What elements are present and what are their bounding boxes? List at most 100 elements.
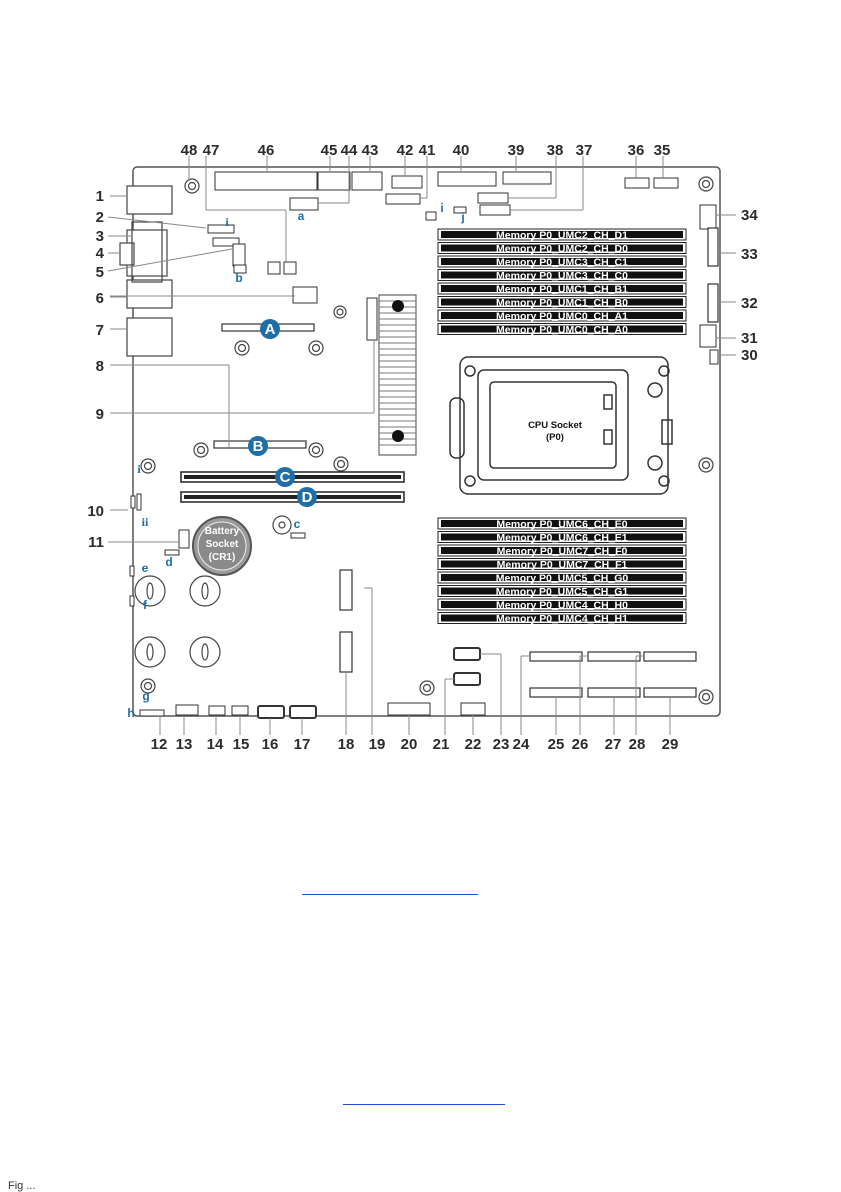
hyperlink-underline-1[interactable] bbox=[302, 894, 478, 895]
led-label: ii bbox=[142, 515, 149, 529]
battery-socket bbox=[192, 516, 252, 576]
jumper-letter: a bbox=[298, 209, 305, 223]
callout-number: 45 bbox=[321, 142, 338, 159]
callout-number: 13 bbox=[176, 736, 193, 753]
callout-number: 32 bbox=[741, 295, 758, 312]
callout-number: 40 bbox=[453, 142, 470, 159]
callout-number: 34 bbox=[741, 207, 758, 224]
bottom-middle-connectors bbox=[387, 647, 486, 716]
battery-label-line3: (CR1) bbox=[209, 552, 236, 563]
callout-number: 4 bbox=[96, 245, 105, 262]
hyperlink-underline-2[interactable] bbox=[343, 1104, 505, 1105]
jumper-letter: i bbox=[440, 201, 443, 215]
callout-number: 24 bbox=[513, 736, 530, 753]
jumper-letter: h bbox=[127, 706, 134, 720]
dimm-slot bbox=[441, 285, 683, 292]
dimm-slot-label: Memory P0_UMC0_CH_A0 bbox=[496, 324, 628, 336]
jumper-letter: c bbox=[294, 517, 301, 531]
callout-number: 30 bbox=[741, 347, 758, 364]
callout-number: 16 bbox=[262, 736, 279, 753]
dimm-slot bbox=[441, 601, 683, 608]
callout-number: 39 bbox=[508, 142, 525, 159]
callout-number: 46 bbox=[258, 142, 275, 159]
callout-number: 29 bbox=[662, 736, 679, 753]
led-label: i bbox=[137, 462, 141, 476]
callout-number: 8 bbox=[96, 358, 104, 375]
jumper-letter: e bbox=[142, 561, 149, 575]
dimm-slot bbox=[441, 231, 683, 238]
dimm-slot-label: Memory P0_UMC4_CH_H1 bbox=[496, 613, 628, 625]
dimm-slot bbox=[441, 325, 683, 333]
dimm-slot bbox=[441, 520, 683, 527]
slot-letter: C bbox=[280, 469, 291, 486]
dimm-slot-label: Memory P0_UMC4_CH_H0 bbox=[496, 600, 628, 612]
slot-letter: D bbox=[302, 489, 313, 506]
dimm-slot bbox=[441, 587, 683, 595]
chipset-heatsink bbox=[378, 294, 417, 456]
slot-letter: A bbox=[265, 321, 276, 338]
battery-label-line2: Socket bbox=[206, 539, 239, 550]
dimm-slot-label: Memory P0_UMC6_CH_E0 bbox=[496, 519, 627, 531]
slot-letter-circle bbox=[260, 319, 280, 339]
callout-number: 31 bbox=[741, 330, 758, 347]
callout-number: 44 bbox=[341, 142, 358, 159]
dimm-slot-label: Memory P0_UMC1_CH_B0 bbox=[496, 297, 628, 309]
callout-number: 20 bbox=[401, 736, 418, 753]
callout-number: 2 bbox=[96, 209, 104, 226]
dimm-slot-label: Memory P0_UMC6_CH_E1 bbox=[496, 532, 627, 544]
dimm-slot bbox=[441, 244, 683, 252]
buzzer bbox=[272, 515, 292, 535]
callout-number: 35 bbox=[654, 142, 671, 159]
oval-standoffs bbox=[134, 575, 221, 668]
leader-lines bbox=[107, 156, 736, 735]
battery-label-line1: Battery bbox=[205, 526, 240, 537]
callout-number: 6 bbox=[96, 290, 104, 307]
cpu-socket-label: CPU Socket bbox=[528, 420, 583, 431]
callout-number: 43 bbox=[362, 142, 379, 159]
cpu-socket-drawing bbox=[449, 356, 673, 495]
callout-number: 11 bbox=[88, 534, 104, 551]
dimm-slot-label: Memory P0_UMC2_CH_D1 bbox=[496, 230, 628, 242]
jumper-letter: g bbox=[142, 689, 149, 703]
callout-number: 41 bbox=[419, 142, 436, 159]
dimm-slot-label: Memory P0_UMC3_CH_C1 bbox=[496, 257, 628, 269]
callout-number: 5 bbox=[96, 264, 104, 281]
callout-number: 14 bbox=[207, 736, 224, 753]
dimm-slot-label: Memory P0_UMC5_CH_G0 bbox=[496, 573, 629, 585]
callout-number: 36 bbox=[628, 142, 645, 159]
dimm-slot bbox=[441, 312, 683, 319]
callout-number: 12 bbox=[151, 736, 168, 753]
dimm-slot bbox=[441, 298, 683, 306]
cpu-socket-sub-label: (P0) bbox=[546, 432, 564, 443]
callout-number: 26 bbox=[572, 736, 589, 753]
slot-letter-circle bbox=[297, 487, 317, 507]
jumper-letter: d bbox=[165, 555, 172, 569]
callout-number: 42 bbox=[397, 142, 414, 159]
lower-left-headers bbox=[129, 493, 317, 719]
vertical-mcio-connectors bbox=[339, 227, 719, 673]
callout-number: 7 bbox=[96, 322, 104, 339]
callout-number: 22 bbox=[465, 736, 482, 753]
callout-number: 38 bbox=[547, 142, 564, 159]
callout-number: 9 bbox=[96, 406, 104, 423]
callout-number: 37 bbox=[576, 142, 593, 159]
dimm-slot-label: Memory P0_UMC1_CH_B1 bbox=[496, 284, 628, 296]
jumper-letter: f bbox=[143, 598, 148, 612]
dimm-slot-label: Memory P0_UMC7_CH_F1 bbox=[497, 559, 628, 571]
dimm-slot bbox=[441, 560, 683, 568]
callout-number: 48 bbox=[181, 142, 198, 159]
dimm-slot bbox=[441, 271, 683, 279]
top-connectors bbox=[207, 171, 719, 365]
dimm-slot bbox=[441, 547, 683, 554]
callout-number: 15 bbox=[233, 736, 250, 753]
dimm-slot bbox=[441, 533, 683, 541]
m2-standoffs bbox=[193, 340, 324, 458]
jumper-letter: b bbox=[235, 271, 242, 285]
mounting-holes bbox=[140, 176, 714, 705]
callout-number: 27 bbox=[605, 736, 622, 753]
jumper-letter: j bbox=[460, 210, 464, 224]
